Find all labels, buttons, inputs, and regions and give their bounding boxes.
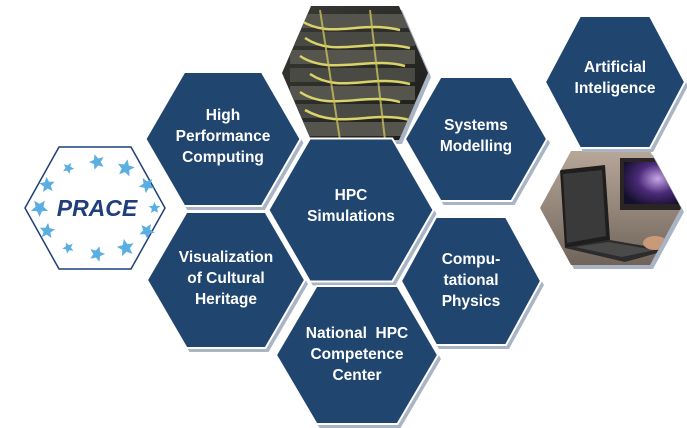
hexagon-label-line: Compu- — [442, 251, 501, 268]
hexagon-shape — [399, 216, 543, 346]
hexagon-label-line: Artificial — [584, 59, 646, 76]
hexagon-label-line: Center — [332, 367, 381, 384]
hexagon-label-line: Systems — [444, 117, 508, 134]
hexagon-label-line: of Cultural — [187, 270, 265, 287]
hexagon-label-line: Simulations — [307, 208, 395, 225]
prace-logo-text: PRACE — [57, 195, 138, 221]
hexagon-label-line: Inteligence — [575, 80, 656, 97]
star-icon — [138, 178, 155, 194]
hexagon-label-line: National HPC — [306, 325, 408, 342]
hexagon-label-line: Modelling — [440, 138, 512, 155]
laptop-photo — [540, 151, 684, 269]
star-icon — [62, 242, 74, 254]
hexagon-label-line: Heritage — [195, 291, 257, 308]
star-icon — [63, 162, 75, 174]
star-icon — [118, 159, 135, 177]
hexagon-label-line: HPC — [335, 187, 368, 204]
star-icon — [30, 200, 49, 217]
hexagon-label-line: tational — [443, 272, 498, 289]
prace-star-ring — [30, 154, 161, 262]
hexagon-label-line: Competence — [310, 346, 403, 363]
hexagon-shape — [267, 137, 435, 283]
star-icon — [139, 224, 155, 240]
star-icon — [148, 202, 161, 213]
star-icon — [116, 239, 134, 257]
hexagon-label-line: Computing — [182, 149, 264, 166]
hexagon-shape — [144, 71, 302, 207]
star-icon — [88, 154, 104, 170]
server-rack-photo — [282, 6, 431, 144]
hexagon-shape — [274, 285, 440, 425]
hexagon-shape — [403, 76, 549, 202]
star-icon — [39, 222, 56, 238]
prace-logo: PRACE — [24, 146, 166, 270]
prace-logo-hexagon — [24, 146, 166, 270]
star-icon — [90, 246, 106, 262]
topic-hexagons: HighPerformanceComputingHPCSimulationsVi… — [144, 15, 687, 428]
hexagon-shape — [145, 211, 307, 349]
hexagon-label-line: Physics — [442, 293, 501, 310]
hexagon-label-line: Performance — [176, 128, 271, 145]
hexagon-label-line: Visualization — [179, 249, 273, 266]
hexagon-label-line: High — [206, 107, 240, 124]
hexagon-shape — [543, 15, 687, 149]
hexagon-sim: HPC Simulations — [267, 137, 437, 286]
star-icon — [39, 176, 55, 192]
